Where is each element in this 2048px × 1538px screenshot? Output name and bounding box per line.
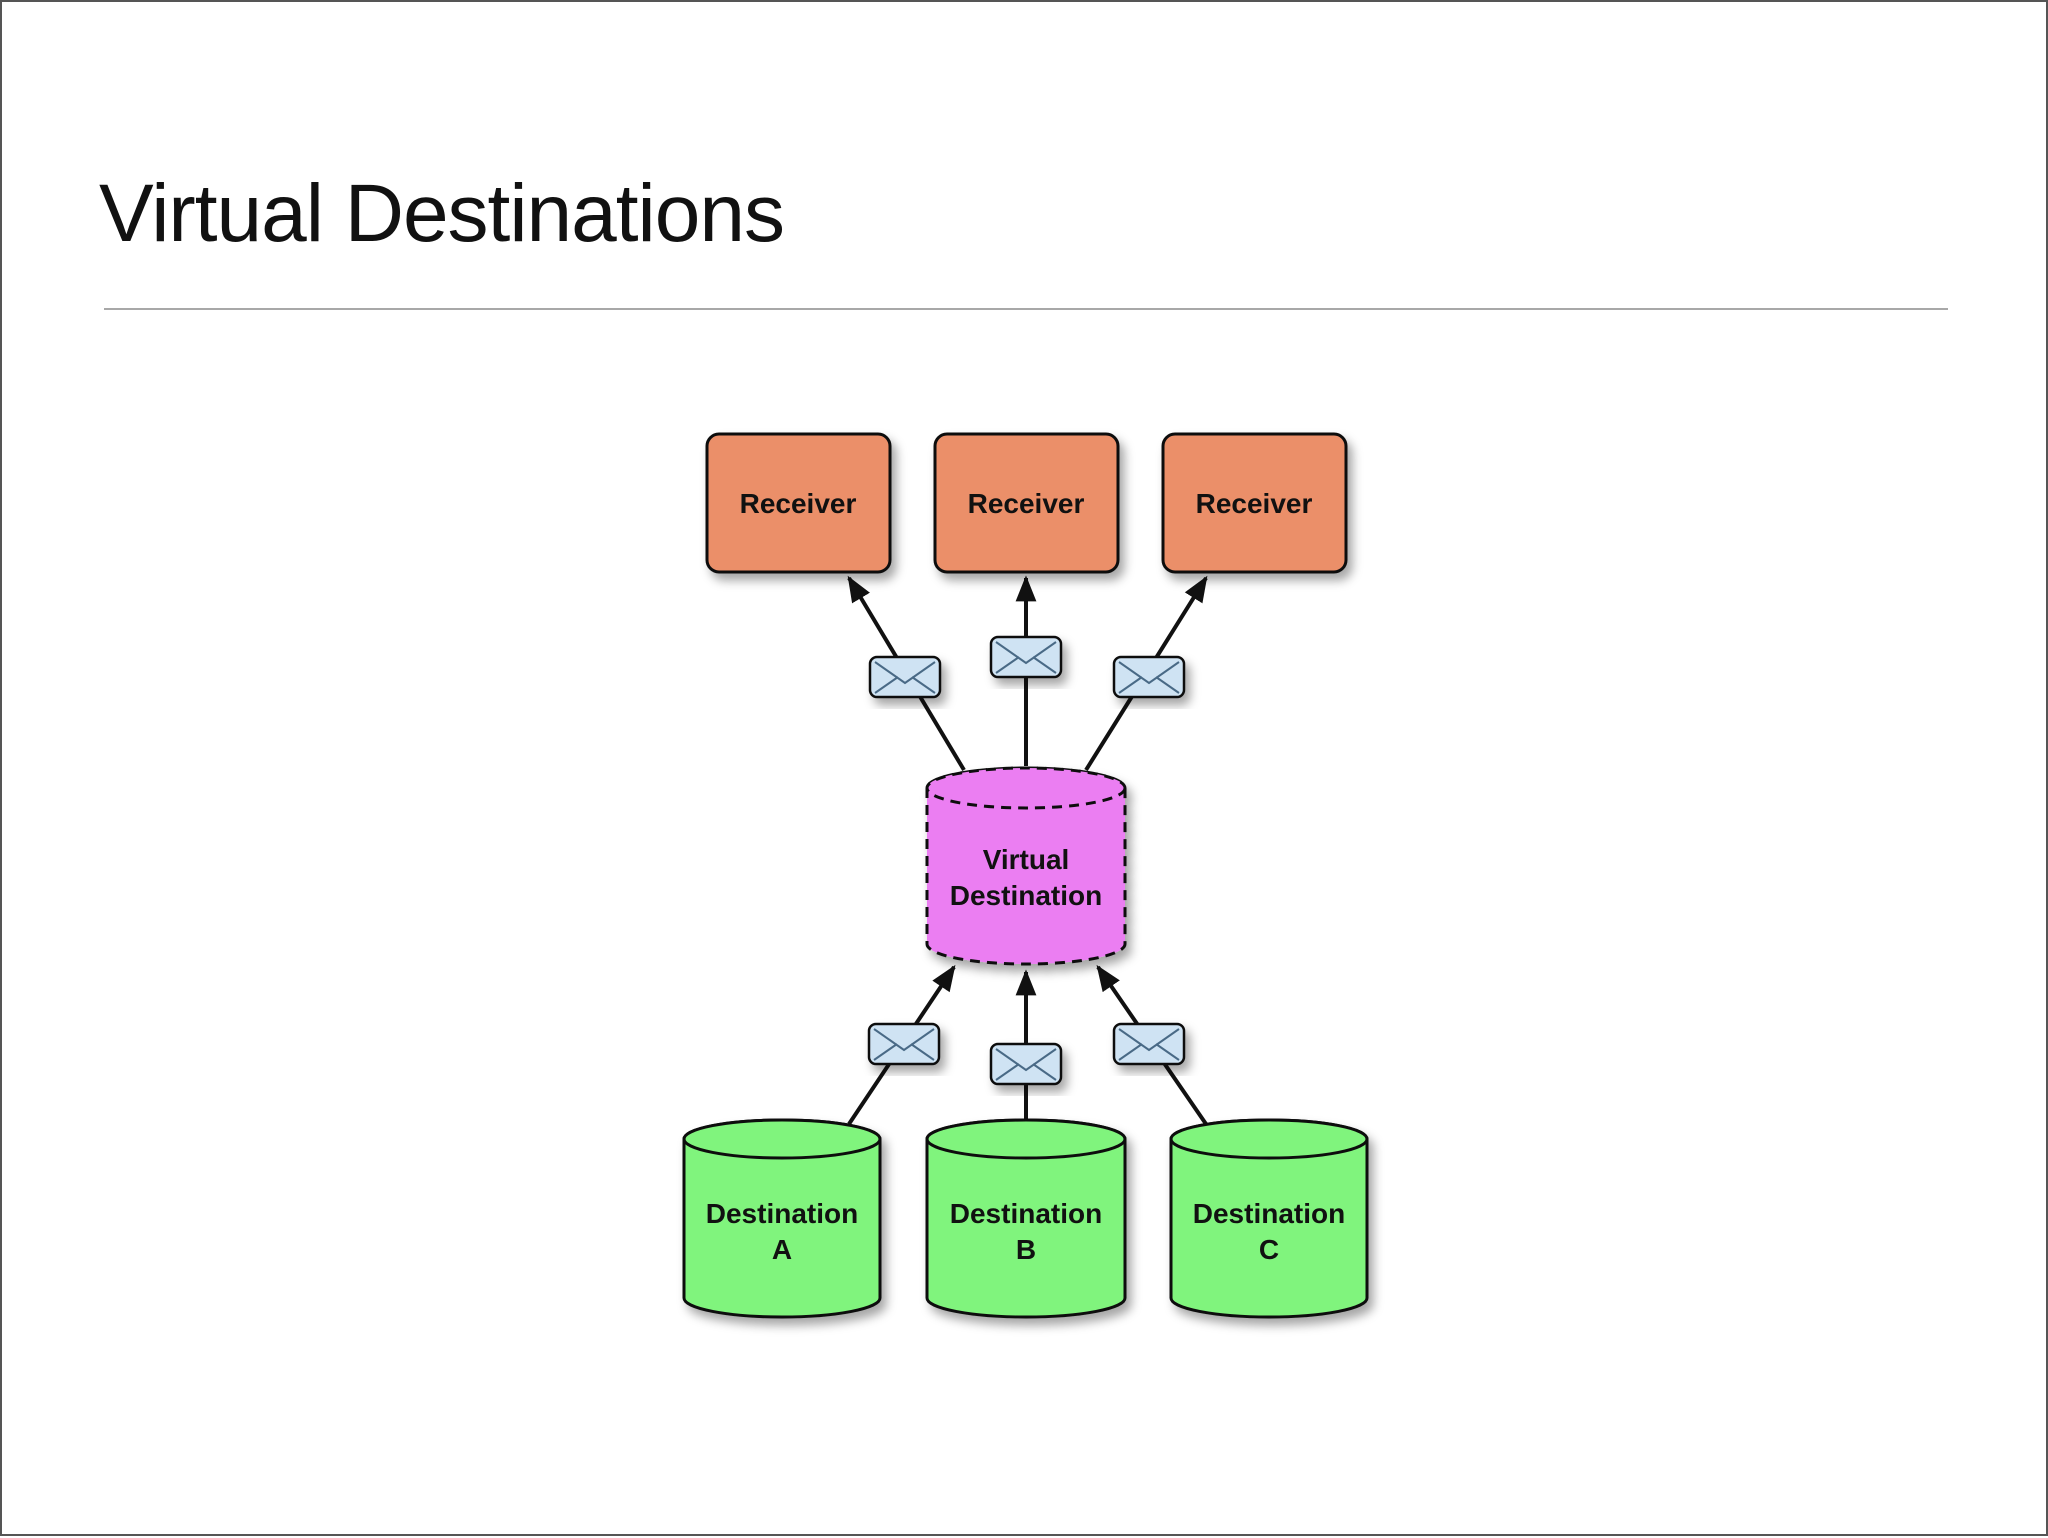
receiver-3 [1161, 432, 1348, 574]
destination-c-label-line-2: C [1259, 1234, 1279, 1265]
receiver-1 [705, 432, 892, 574]
destination-c-cylinder [1169, 1118, 1369, 1319]
receiver-2 [933, 432, 1120, 574]
envelope-icon [1112, 655, 1186, 699]
virtual-destination-cylinder [925, 766, 1127, 966]
destination-b-label-line-2: B [1016, 1234, 1036, 1265]
receiver-3-label: Receiver [1196, 488, 1313, 519]
destination-a-label-line-1: Destination [706, 1198, 858, 1229]
receiver-1-label: Receiver [740, 488, 857, 519]
destination-b-cylinder [925, 1118, 1127, 1319]
envelope-icon [868, 655, 942, 699]
receiver-2-label: Receiver [968, 488, 1085, 519]
slide-title: Virtual Destinations [99, 168, 785, 259]
destination-c-label-line-1: Destination [1193, 1198, 1345, 1229]
title-divider [104, 308, 1948, 310]
destination-a-cylinder [682, 1118, 882, 1319]
destination-a-label-line-2: A [772, 1234, 792, 1265]
virtual-destination-label-line-1: Virtual [983, 844, 1070, 875]
envelope-icon [989, 635, 1063, 679]
envelope-icon [1112, 1022, 1186, 1066]
destination-b-label-line-1: Destination [950, 1198, 1102, 1229]
envelope-icon [989, 1042, 1063, 1086]
virtual-destination-label-line-2: Destination [950, 880, 1102, 911]
envelope-icon [867, 1022, 941, 1066]
